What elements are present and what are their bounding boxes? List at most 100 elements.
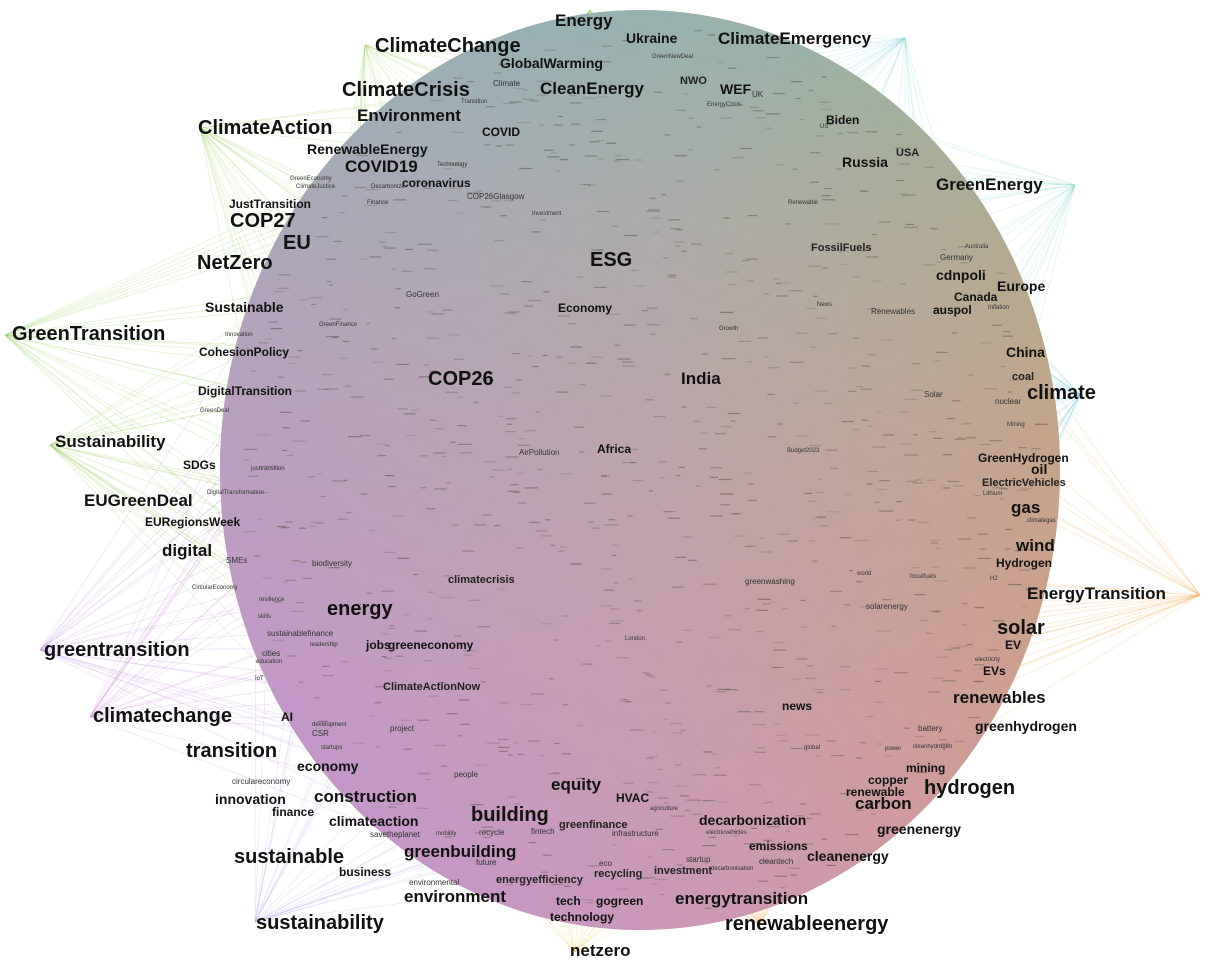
hashtag-label: finance bbox=[272, 805, 315, 819]
hashtag-label: netzero bbox=[570, 941, 631, 960]
hashtag-label: energytransition bbox=[675, 889, 809, 908]
hashtag-label: EURegionsWeek bbox=[145, 515, 241, 529]
hashtag-label: climategas bbox=[1027, 518, 1056, 524]
hashtag-label: jobs bbox=[366, 638, 391, 652]
hashtag-label: UK bbox=[752, 90, 764, 99]
hashtag-label: ClimateJustice bbox=[296, 184, 336, 190]
hashtag-label: greenfinance bbox=[559, 819, 628, 831]
hashtag-label: economy bbox=[297, 758, 359, 774]
hashtag-label: technology bbox=[550, 910, 615, 924]
hashtag-label: GreenHydrogen bbox=[978, 451, 1069, 465]
hashtag-label: GoGreen bbox=[406, 290, 439, 299]
hashtag-label: WEF bbox=[720, 81, 752, 97]
hashtag-label: London bbox=[625, 636, 646, 642]
hashtag-label: skills bbox=[258, 614, 271, 620]
hashtag-label: US bbox=[820, 124, 829, 130]
hashtag-label: China bbox=[1006, 344, 1045, 360]
hashtag-label: resilience bbox=[259, 597, 285, 603]
hashtag-label: Environment bbox=[357, 106, 461, 125]
hashtag-label: mining bbox=[906, 761, 946, 775]
hashtag-label: GreenTransition bbox=[12, 323, 166, 345]
hashtag-label: Hydrogen bbox=[996, 556, 1053, 570]
hashtag-label: decarbonization bbox=[699, 812, 807, 828]
hashtag-label: infrastructure bbox=[612, 829, 659, 838]
hashtag-label: agriculture bbox=[650, 806, 679, 812]
hashtag-label: climatechange bbox=[93, 705, 232, 727]
hashtag-label: sustainability bbox=[256, 912, 384, 934]
hashtag-label: electricity bbox=[975, 657, 1001, 663]
hashtag-label: USA bbox=[896, 147, 920, 159]
hashtag-label: Mining bbox=[1007, 422, 1025, 428]
hashtag-label: HVAC bbox=[616, 791, 650, 805]
hashtag-label: greeneconomy bbox=[388, 638, 474, 652]
hashtag-label: greenhydrogen bbox=[975, 718, 1077, 734]
hashtag-label: startups bbox=[321, 745, 343, 751]
hashtag-label: CircularEconomy bbox=[192, 585, 238, 591]
hashtag-label: greenbuilding bbox=[404, 842, 517, 861]
hashtag-label: investment bbox=[654, 865, 713, 877]
hashtag-label: ClimateChange bbox=[375, 35, 521, 57]
hashtag-label: COP26Glasgow bbox=[467, 192, 525, 201]
hashtag-label: News bbox=[817, 302, 833, 308]
hashtag-label: electricvehicles bbox=[706, 830, 747, 836]
hashtag-label: CSR bbox=[312, 729, 329, 738]
hashtag-label: Biden bbox=[826, 113, 860, 127]
hashtag-label: FossilFuels bbox=[811, 242, 872, 254]
hashtag-label: ESG bbox=[590, 249, 633, 271]
hashtag-label: COP26 bbox=[428, 368, 494, 390]
hashtag-label: eco bbox=[599, 859, 612, 868]
hashtag-label: EU bbox=[283, 232, 311, 254]
hashtag-label: climate bbox=[1027, 382, 1096, 404]
hashtag-label: DigitalTransition bbox=[198, 384, 293, 398]
hashtag-label: Canada bbox=[954, 290, 998, 304]
purple-community-tint bbox=[220, 10, 1060, 930]
hashtag-label: GlobalWarming bbox=[500, 55, 603, 71]
hashtag-label: decarbonisation bbox=[711, 866, 754, 872]
hashtag-label: Investment bbox=[532, 211, 562, 217]
hashtag-label: SMEs bbox=[226, 556, 248, 565]
hashtag-label: savetheplanet bbox=[370, 830, 420, 839]
hashtag-label: cleanhydrogen bbox=[913, 744, 953, 750]
hashtag-label: education bbox=[256, 659, 283, 665]
hashtag-label: circulareconomy bbox=[232, 777, 291, 786]
hashtag-label: Inflation bbox=[988, 305, 1010, 311]
hashtag-label: Innovation bbox=[225, 332, 253, 338]
hashtag-label: building bbox=[471, 804, 549, 826]
hashtag-label: NWO bbox=[680, 75, 707, 87]
minor-node-specks bbox=[241, 30, 1048, 909]
hashtag-label: Europe bbox=[997, 278, 1046, 294]
hashtag-label: sustainable bbox=[234, 846, 345, 868]
hashtag-label: biodiversity bbox=[312, 559, 353, 568]
hashtag-label: H2 bbox=[990, 576, 998, 582]
hashtag-label: EnergyCrisis bbox=[707, 102, 742, 108]
hashtag-label: construction bbox=[314, 787, 417, 806]
hashtag-label: COVID bbox=[482, 125, 521, 139]
hashtag-label: CleanEnergy bbox=[540, 79, 644, 98]
hashtag-label: energyefficiency bbox=[496, 874, 583, 886]
hashtag-label: AI bbox=[281, 710, 293, 724]
hashtag-label: climatecrisis bbox=[448, 574, 515, 586]
hashtag-label: Energy bbox=[555, 11, 613, 30]
hashtag-label: ClimateCrisis bbox=[342, 79, 470, 101]
hashtag-label: copper bbox=[868, 773, 909, 787]
hashtag-label: project bbox=[390, 724, 415, 733]
hashtag-label: climateaction bbox=[329, 813, 419, 829]
hashtag-label: Russia bbox=[842, 154, 888, 170]
hashtag-label: ClimateAction bbox=[198, 117, 333, 139]
hashtag-label: solar bbox=[997, 617, 1045, 639]
hashtag-label: sustainablefinance bbox=[267, 629, 334, 638]
hashtag-label: innovation bbox=[215, 791, 286, 807]
hashtag-label: transition bbox=[186, 740, 278, 762]
hashtag-label: carbon bbox=[855, 794, 912, 813]
hashtag-label: ElectricVehicles bbox=[982, 477, 1066, 489]
hashtag-label: recycle bbox=[479, 828, 505, 837]
hashtag-label: gogreen bbox=[596, 894, 644, 908]
hashtag-label: COP27 bbox=[230, 210, 296, 232]
hashtag-label: gas bbox=[1011, 498, 1041, 517]
hashtag-label: battery bbox=[918, 724, 943, 733]
hashtag-label: people bbox=[454, 770, 479, 779]
hashtag-label: GreenFinance bbox=[319, 322, 358, 328]
hashtag-label: greentransition bbox=[44, 639, 190, 661]
hashtag-label: power bbox=[885, 746, 902, 752]
